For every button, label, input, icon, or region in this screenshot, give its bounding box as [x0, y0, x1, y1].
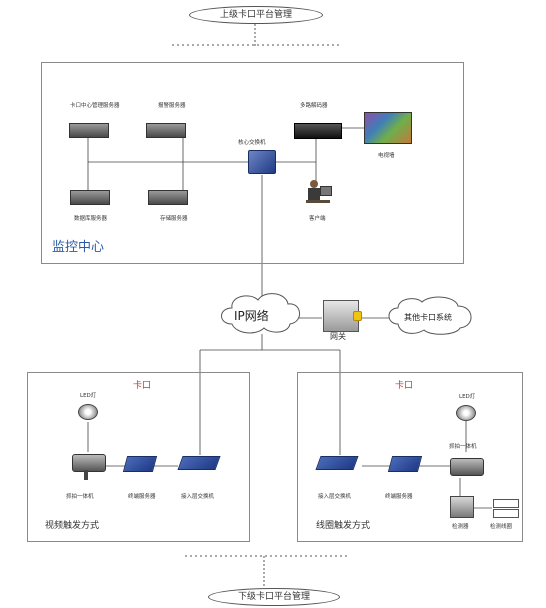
- right-access-switch-icon: [315, 456, 359, 470]
- coil-icon-1: [493, 499, 519, 508]
- kakou-mgmt-server-icon: [69, 123, 109, 138]
- core-switch-icon: [248, 150, 276, 174]
- right-access-switch-label: 接入层交换机: [318, 494, 352, 500]
- left-camera-label: 抓拍一体机: [66, 494, 94, 500]
- storage-server-label: 存储服务器: [160, 216, 188, 222]
- storage-server-icon: [148, 190, 188, 205]
- left-camera-icon: [72, 454, 106, 472]
- left-mode-label: 视频触发方式: [45, 521, 100, 531]
- upper-platform-label: 上级卡口平台管理: [189, 6, 323, 24]
- left-led-label: LED灯: [80, 393, 97, 399]
- alarm-server-icon: [146, 123, 186, 138]
- right-terminal-label: 终端服务器: [385, 494, 413, 500]
- videowall-label: 电视墙: [378, 153, 395, 159]
- right-led-label: LED灯: [459, 394, 476, 400]
- left-terminal-label: 终端服务器: [128, 494, 156, 500]
- coil-label: 检测线圈: [490, 524, 513, 530]
- core-switch-label: 核心交换机: [238, 140, 266, 146]
- decoder-icon: [294, 123, 342, 139]
- other-system-label: 其他卡口系统: [404, 313, 452, 322]
- detector-icon: [450, 496, 474, 518]
- gateway-lock-icon: [353, 311, 362, 321]
- right-mode-label: 线圈触发方式: [316, 521, 371, 531]
- lower-platform-label: 下级卡口平台管理: [208, 588, 340, 606]
- left-access-switch-icon: [177, 456, 221, 470]
- database-server-icon: [70, 190, 110, 205]
- right-camera-label: 抓拍一体机: [449, 444, 477, 450]
- right-camera-icon: [450, 458, 484, 476]
- alarm-server-label: 报警服务器: [158, 103, 186, 109]
- client-icon: [306, 180, 332, 208]
- right-site-title: 卡口: [395, 381, 414, 391]
- coil-icon-2: [493, 509, 519, 518]
- left-led-icon: [76, 402, 98, 422]
- decoder-label: 多路解码器: [300, 103, 328, 109]
- detector-label: 检测器: [452, 524, 469, 530]
- database-server-label: 数据库服务器: [74, 216, 108, 222]
- monitor-center-box: [41, 62, 464, 264]
- other-system-cloud-icon: [388, 296, 472, 335]
- videowall-icon: [364, 112, 412, 144]
- right-terminal-icon: [387, 456, 423, 472]
- client-label: 客户端: [309, 216, 326, 222]
- left-access-switch-label: 接入层交换机: [181, 494, 215, 500]
- right-led-icon: [454, 403, 476, 423]
- ip-network-label: IP网络: [234, 309, 269, 323]
- kakou-mgmt-server-label: 卡口中心管理服务器: [70, 103, 120, 109]
- monitor-center-title: 监控中心: [52, 240, 105, 255]
- ip-cloud-icon: [221, 293, 300, 334]
- left-site-title: 卡口: [133, 381, 152, 391]
- gateway-label: 网关: [330, 332, 346, 341]
- left-site-box: [27, 372, 250, 542]
- left-terminal-icon: [122, 456, 158, 472]
- right-site-box: [297, 372, 523, 542]
